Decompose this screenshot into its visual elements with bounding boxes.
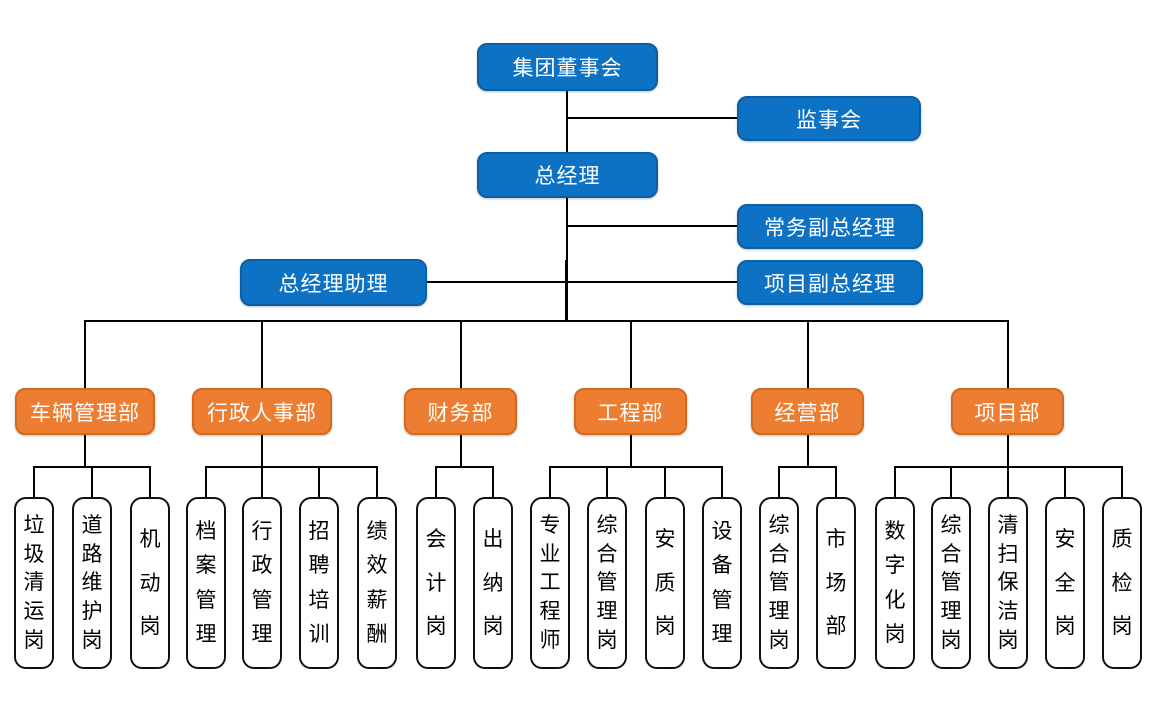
post-node: 安质岗 <box>645 497 685 669</box>
connector-line <box>84 435 86 467</box>
post-node: 综合管理岗 <box>759 497 799 669</box>
connector-line <box>261 468 263 497</box>
connector-line <box>567 117 737 119</box>
connector-line <box>84 320 1009 322</box>
node-label: 集团董事会 <box>512 57 623 80</box>
connector-line <box>91 468 93 497</box>
connector-line <box>894 466 1123 468</box>
connector-line <box>149 468 151 497</box>
connector-line <box>721 468 723 497</box>
post-node: 垃圾清运岗 <box>14 497 54 669</box>
connector-line <box>205 466 378 468</box>
post-node: 会计岗 <box>416 497 456 669</box>
post-node: 综合管理岗 <box>587 497 627 669</box>
post-node: 出纳岗 <box>473 497 513 669</box>
post-node: 绩效薪酬 <box>357 497 397 669</box>
node-label: 行政人事部 <box>207 401 317 425</box>
post-node: 专业工程师 <box>530 497 570 669</box>
post-node: 设备管理 <box>702 497 742 669</box>
node-label: 工程部 <box>597 401 664 425</box>
connector-line <box>376 468 378 497</box>
post-node: 质检岗 <box>1102 497 1142 669</box>
connector-line <box>549 466 723 468</box>
node-label: 车辆管理部 <box>30 401 140 425</box>
connector-line <box>33 468 35 497</box>
post-node: 机动岗 <box>130 497 170 669</box>
dept-admin-hr: 行政人事部 <box>192 388 332 435</box>
connector-line <box>778 468 780 497</box>
dept-vehicle-management: 车辆管理部 <box>15 388 155 435</box>
post-node: 清扫保洁岗 <box>988 497 1028 669</box>
node-label: 财务部 <box>427 401 494 425</box>
connector-line <box>565 260 568 322</box>
connector-line <box>1007 435 1009 467</box>
connector-line <box>566 91 568 152</box>
post-node: 档案管理 <box>186 497 226 669</box>
node-label: 项目部 <box>974 401 1041 425</box>
connector-line <box>950 468 952 497</box>
connector-line <box>630 322 632 388</box>
connector-line <box>84 322 86 388</box>
connector-line <box>606 468 608 497</box>
connector-line <box>630 435 632 467</box>
connector-line <box>1064 468 1066 497</box>
post-node: 市场部 <box>816 497 856 669</box>
connector-line <box>1121 468 1123 497</box>
post-node: 道路维护岗 <box>72 497 112 669</box>
dept-finance: 财务部 <box>404 388 517 435</box>
connector-line <box>567 225 737 227</box>
connector-line <box>318 468 320 497</box>
post-node: 招聘培训 <box>299 497 339 669</box>
connector-line <box>807 435 809 467</box>
connector-line <box>807 322 809 388</box>
node-executive-deputy-gm: 常务副总经理 <box>737 204 923 249</box>
post-node: 数字化岗 <box>875 497 915 669</box>
node-general-manager: 总经理 <box>477 152 658 198</box>
dept-operations: 经营部 <box>751 388 864 435</box>
connector-line <box>1007 322 1009 388</box>
connector-line <box>1007 468 1009 497</box>
connector-line <box>261 322 263 388</box>
node-gm-assistant: 总经理助理 <box>240 259 427 306</box>
connector-line <box>33 466 151 468</box>
connector-line <box>549 468 551 497</box>
connector-line <box>492 468 494 497</box>
connector-line <box>427 281 567 283</box>
post-node: 综合管理岗 <box>931 497 971 669</box>
post-node: 行政管理 <box>242 497 282 669</box>
node-label: 项目副总经理 <box>764 272 896 296</box>
node-project-deputy-gm: 项目副总经理 <box>737 260 923 305</box>
connector-line <box>567 281 737 283</box>
node-supervisory-board: 监事会 <box>737 96 921 141</box>
node-label: 总经理 <box>534 165 601 188</box>
connector-line <box>894 468 896 497</box>
node-label: 常务副总经理 <box>764 216 896 240</box>
node-label: 总经理助理 <box>278 272 389 296</box>
connector-line <box>778 466 837 468</box>
connector-line <box>205 468 207 497</box>
node-label: 经营部 <box>774 401 841 425</box>
connector-line <box>261 435 263 467</box>
connector-line <box>435 466 494 468</box>
connector-line <box>460 322 462 388</box>
connector-line <box>835 468 837 497</box>
dept-project: 项目部 <box>951 388 1064 435</box>
connector-line <box>664 468 666 497</box>
node-label: 监事会 <box>796 108 862 132</box>
dept-engineering: 工程部 <box>574 388 687 435</box>
node-board-of-directors: 集团董事会 <box>477 43 658 91</box>
connector-line <box>435 468 437 497</box>
connector-line <box>460 435 462 467</box>
post-node: 安全岗 <box>1045 497 1085 669</box>
